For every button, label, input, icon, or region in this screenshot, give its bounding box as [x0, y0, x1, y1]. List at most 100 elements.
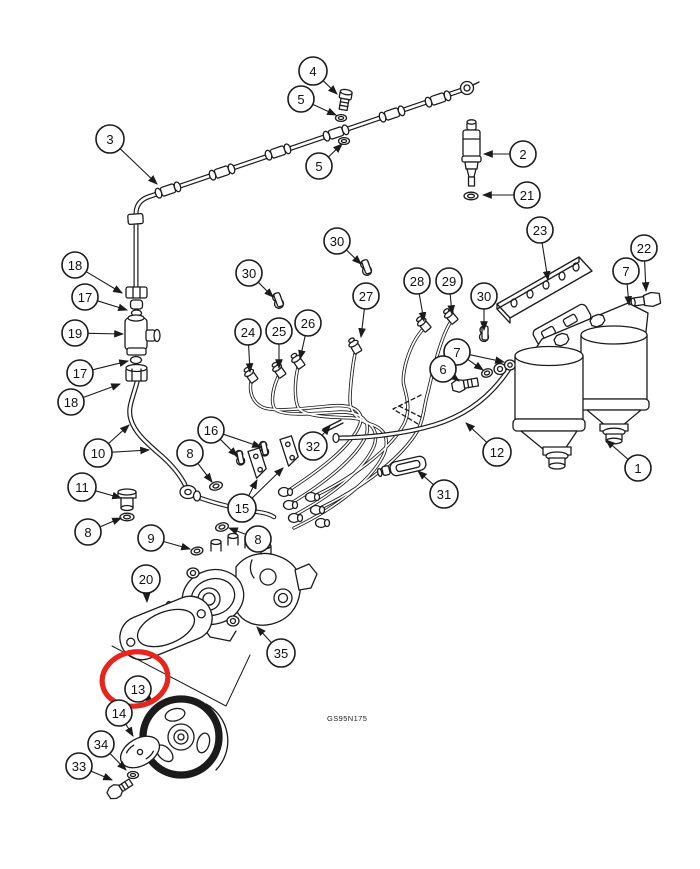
svg-text:18: 18	[64, 395, 78, 410]
leader-5	[328, 143, 343, 158]
svg-text:35: 35	[274, 646, 288, 661]
svg-text:8: 8	[84, 525, 91, 540]
callout-4[interactable]: 4	[298, 56, 328, 86]
svg-text:31: 31	[437, 487, 451, 502]
svg-text:7: 7	[453, 345, 460, 360]
injection-pipes	[243, 308, 459, 530]
svg-text:32: 32	[306, 439, 320, 454]
callout-28[interactable]: 28	[403, 267, 431, 295]
callout-24[interactable]: 24	[234, 318, 262, 346]
callout-34[interactable]: 34	[87, 730, 115, 758]
callout-14[interactable]: 14	[105, 699, 133, 727]
leader-3	[119, 148, 158, 185]
leader-1	[605, 439, 629, 460]
callout-8[interactable]: 8	[176, 439, 204, 467]
leader-29	[447, 293, 456, 316]
callout-16[interactable]: 16	[197, 416, 225, 444]
leader-18	[85, 271, 123, 294]
leader-6	[449, 372, 460, 382]
callout-20[interactable]: 20	[131, 564, 161, 594]
leader-7	[469, 354, 506, 364]
injector	[461, 119, 482, 201]
callout-30[interactable]: 30	[235, 259, 263, 287]
plug-and-washers	[117, 481, 230, 556]
svg-text:6: 6	[439, 362, 446, 377]
hose-clamp	[376, 455, 427, 478]
callout-33[interactable]: 33	[65, 752, 93, 780]
svg-text:18: 18	[68, 258, 82, 273]
svg-text:1: 1	[634, 461, 641, 476]
callout-8[interactable]: 8	[74, 518, 102, 546]
leader-18	[83, 383, 122, 399]
callout-3[interactable]: 3	[95, 124, 125, 154]
svg-text:3: 3	[106, 132, 113, 147]
callout-13[interactable]: 13	[124, 675, 152, 703]
callout-27[interactable]: 27	[352, 282, 380, 310]
fuel-rail-tube	[127, 80, 480, 293]
callout-35[interactable]: 35	[266, 638, 296, 668]
pipe-clamps	[234, 259, 490, 479]
callout-12[interactable]: 12	[482, 437, 512, 467]
leader-9	[163, 540, 192, 551]
callout-8[interactable]: 8	[244, 525, 272, 553]
callout-32[interactable]: 32	[298, 431, 328, 461]
svg-text:12: 12	[490, 445, 504, 460]
callout-leaders	[83, 80, 650, 781]
callout-26[interactable]: 26	[294, 309, 322, 337]
callout-9[interactable]: 9	[137, 524, 165, 552]
leader-8	[197, 463, 213, 483]
callout-21[interactable]: 21	[513, 181, 541, 209]
svg-text:17: 17	[78, 290, 92, 305]
callout-2[interactable]: 2	[509, 140, 537, 168]
callout-17[interactable]: 17	[71, 283, 99, 311]
svg-text:21: 21	[520, 188, 534, 203]
callout-18[interactable]: 18	[57, 388, 85, 416]
callout-29[interactable]: 29	[435, 267, 463, 295]
callout-22[interactable]: 22	[630, 234, 658, 262]
leader-11	[95, 490, 123, 500]
callout-5[interactable]: 5	[305, 152, 333, 180]
svg-text:5: 5	[297, 92, 304, 107]
callout-30[interactable]: 30	[470, 282, 498, 310]
callout-19[interactable]: 19	[61, 319, 89, 347]
leader-24	[245, 344, 254, 374]
callout-25[interactable]: 25	[265, 317, 293, 345]
callout-30[interactable]: 30	[323, 227, 351, 255]
callout-17[interactable]: 17	[66, 359, 94, 387]
callout-11[interactable]: 11	[67, 472, 97, 502]
drive-plate	[106, 735, 161, 800]
banjo-fitting	[179, 484, 277, 520]
svg-text:10: 10	[91, 446, 105, 461]
injection-pump	[165, 532, 318, 642]
callout-31[interactable]: 31	[429, 479, 459, 509]
leader-12	[465, 422, 488, 443]
svg-text:30: 30	[242, 266, 256, 281]
svg-text:28: 28	[410, 274, 424, 289]
svg-text:15: 15	[235, 501, 249, 516]
callout-23[interactable]: 23	[526, 216, 554, 244]
leader-14	[125, 723, 134, 737]
leader-23	[541, 242, 551, 282]
leader-8	[99, 517, 123, 528]
leader-16	[223, 433, 263, 448]
leader-33	[90, 770, 114, 781]
leader-17	[97, 300, 129, 312]
svg-text:26: 26	[301, 316, 315, 331]
callout-18[interactable]: 18	[61, 251, 89, 279]
callout-1[interactable]: 1	[624, 454, 652, 482]
svg-text:2: 2	[519, 147, 526, 162]
callout-6[interactable]: 6	[429, 355, 457, 383]
fuel-hose	[332, 366, 512, 444]
callout-7[interactable]: 7	[612, 257, 640, 285]
svg-text:8: 8	[254, 532, 261, 547]
leader-26	[298, 335, 306, 361]
svg-text:5: 5	[315, 159, 322, 174]
callout-10[interactable]: 10	[83, 438, 113, 468]
leader-8	[227, 527, 246, 535]
callout-5[interactable]: 5	[287, 85, 315, 113]
leader-32	[321, 425, 331, 436]
callout-15[interactable]: 15	[227, 493, 257, 523]
leader-17	[92, 359, 130, 371]
